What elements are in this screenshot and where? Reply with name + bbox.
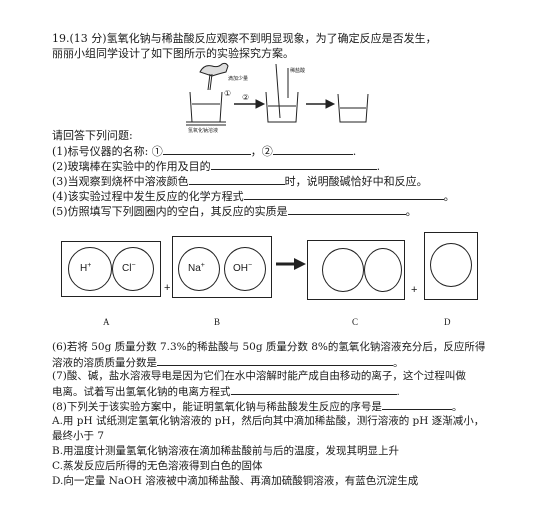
- q1-text-a: (1)标号仪器的名称: ①: [52, 145, 163, 158]
- q5-line: (5)仿照填写下列圆圈内的空白，其反应的实质是 。: [52, 204, 417, 219]
- circle-na: [178, 247, 220, 291]
- q7-text-b: 电离。试着写出氢氧化钠的电离方程式: [52, 386, 231, 398]
- box-d: [424, 232, 478, 300]
- q6-blank[interactable]: [157, 355, 393, 366]
- circle-oh: [224, 247, 266, 291]
- label-b: B: [214, 317, 221, 327]
- q1-text-b: ，②: [250, 145, 273, 158]
- box-b: [172, 236, 272, 298]
- ion-cl: Cl−: [122, 262, 136, 274]
- q6-period: 。: [393, 357, 404, 369]
- q1-line: (1)标号仪器的名称: ① ，②.: [52, 144, 356, 159]
- q4-blank[interactable]: [243, 189, 444, 200]
- ion-h: H+: [80, 262, 92, 274]
- question-line-1: 19.(13 分)氢氧化钠与稀盐酸反应观察不到明显现象，为了确定反应是否发生，: [52, 32, 437, 45]
- prompt-intro: 请回答下列问题:: [52, 129, 133, 142]
- q6-text-b: 溶液的溶质质量分数是: [52, 357, 157, 369]
- beaker-3-icon: [337, 93, 369, 123]
- box-a: [61, 241, 161, 297]
- beaker-1-icon: [186, 91, 226, 126]
- q4-text: (4)该实验过程中发生反应的化学方程式: [52, 190, 244, 203]
- beaker-label: 氢氧化钠溶液: [188, 127, 218, 134]
- label-d: D: [444, 317, 451, 327]
- label-a: A: [103, 317, 110, 327]
- circle-c1: [322, 248, 364, 292]
- option-c: C.蒸发反应后所得的无色溶液得到白色的固体: [52, 460, 263, 472]
- q8-period: 。: [451, 401, 463, 413]
- marker-1: ①: [224, 89, 231, 98]
- q8-blank[interactable]: [381, 399, 452, 410]
- circle-h: [68, 247, 112, 291]
- q7-line-b: 电离。试着写出氢氧化钠的电离方程式.: [52, 384, 400, 399]
- circle-c2: [364, 248, 402, 292]
- dropper-label: 滴加少量: [228, 75, 248, 82]
- arrow-1-icon: [234, 99, 266, 109]
- beaker-2-icon: [265, 63, 299, 123]
- acid-label: 稀盐酸: [290, 67, 305, 74]
- option-a-line-1: A.用 pH 试纸测定氢氧化钠溶液的 pH，然后向其中滴加稀盐酸，测行溶液的 p…: [52, 415, 485, 427]
- q6-line-b: 溶液的溶质质量分数是 。: [52, 355, 404, 370]
- q4-period: 。: [443, 190, 455, 203]
- q8-line: (8)下列关于该实验方案中，能证明氢氧化钠与稀盐酸发生反应的序号是 。: [52, 399, 462, 414]
- q3-text-a: (3)当观察到烧杯中溶液颜色: [52, 175, 189, 188]
- q5-period: 。: [405, 205, 417, 218]
- q7-blank[interactable]: [230, 384, 397, 395]
- q7-period: .: [396, 386, 400, 398]
- q3-text-b: 时，说明酸碱恰好中和反应。: [284, 175, 428, 188]
- q5-blank[interactable]: [287, 204, 406, 215]
- q8-text: (8)下列关于该实验方案中，能证明氢氧化钠与稀盐酸发生反应的序号是: [52, 401, 382, 413]
- box-c: [307, 240, 405, 300]
- q5-text: (5)仿照填写下列圆圈内的空白，其反应的实质是: [52, 205, 288, 218]
- q2-line: (2)玻璃棒在实验中的作用及目的.: [52, 159, 380, 174]
- option-d: D.向一定量 NaOH 溶液被中滴加稀盐酸、再滴加硫酸铜溶液，有蓝色沉淀生成: [52, 475, 419, 487]
- q6-line-a: (6)若将 50g 质量分数 7.3%的稀盐酸与 50g 质量分数 8%的氢氧化…: [52, 341, 486, 353]
- circle-d: [430, 243, 472, 287]
- reaction-arrow-icon: [276, 258, 306, 270]
- plus-1: +: [164, 282, 171, 294]
- dropper-hand-icon: [199, 62, 229, 91]
- q2-period: .: [376, 160, 381, 173]
- q7-line-a: (7)酸、碱，盐水溶液导电是因为它们在水中溶解时能产成自由移动的离子，这个过程叫…: [52, 370, 466, 382]
- arrow-2-icon: [306, 99, 336, 109]
- apparatus-illustration: 滴加少量 氢氧化钠溶液 ① ② 稀盐酸: [186, 62, 369, 134]
- ion-oh: OH−: [233, 262, 253, 274]
- option-a-line-2: 最终小于 7: [52, 430, 105, 442]
- label-c: C: [352, 317, 359, 327]
- q1-blank-1[interactable]: [162, 144, 251, 155]
- q1-period: .: [352, 145, 357, 158]
- q1-blank-2[interactable]: [272, 144, 353, 155]
- q3-blank[interactable]: [188, 174, 285, 185]
- ion-na: Na+: [188, 262, 205, 274]
- option-b: B.用温度计测量氢氧化钠溶液在滴加稀盐酸前与后的温度，发现其明显上升: [52, 445, 400, 457]
- q4-line: (4)该实验过程中发生反应的化学方程式 。: [52, 189, 455, 204]
- plus-2: +: [411, 284, 418, 296]
- marker-2: ②: [242, 93, 249, 102]
- q2-text: (2)玻璃棒在实验中的作用及目的: [52, 160, 211, 173]
- q2-blank[interactable]: [210, 159, 377, 170]
- question-line-2: 丽丽小组同学设计了如下图所示的实验探究方案。: [52, 47, 294, 60]
- circle-cl: [112, 247, 154, 291]
- q3-line: (3)当观察到烧杯中溶液颜色 时，说明酸碱恰好中和反应。: [52, 174, 428, 189]
